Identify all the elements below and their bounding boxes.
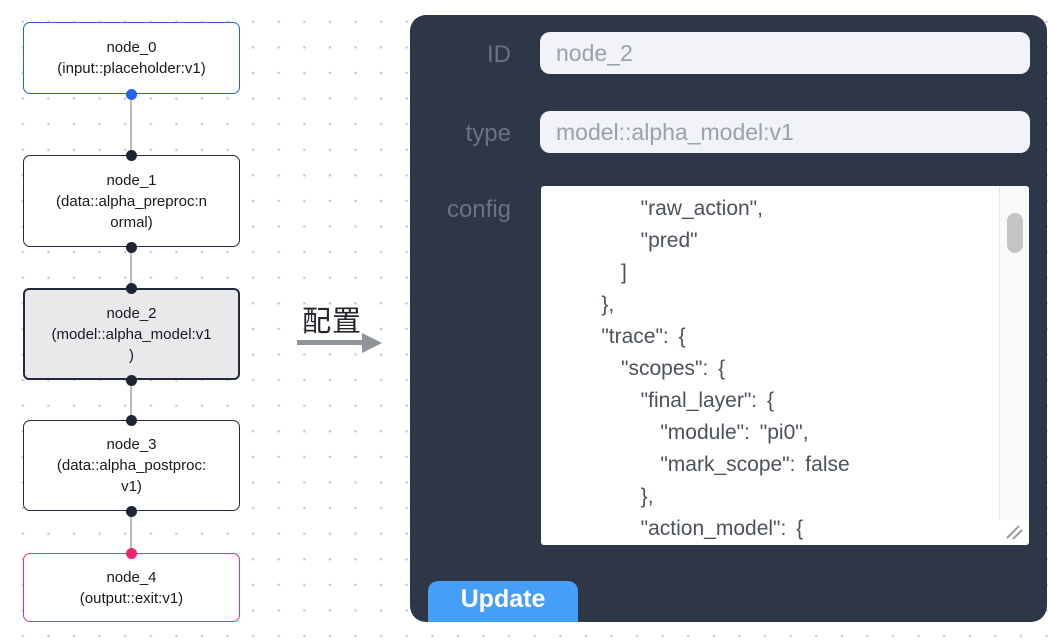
flow-node-node_3[interactable]: node_3 (data::alpha_postproc: v1) bbox=[23, 420, 240, 511]
flow-node-node_1[interactable]: node_1 (data::alpha_preproc:n ormal) bbox=[23, 155, 240, 247]
port-node3-input[interactable] bbox=[125, 414, 137, 426]
port-node4-input[interactable] bbox=[125, 547, 137, 559]
node-type: ) bbox=[129, 346, 134, 364]
node-type: (model::alpha_model:v1 bbox=[51, 325, 212, 343]
node-config-panel: ID type config "raw_action", "pred" ] },… bbox=[410, 15, 1047, 622]
config-field-label: config bbox=[446, 196, 511, 223]
node-type: (data::alpha_postproc: bbox=[56, 457, 207, 474]
edge-node0-node1 bbox=[130, 94, 132, 155]
node-title: node_3 bbox=[106, 436, 157, 453]
port-node2-input[interactable] bbox=[125, 282, 137, 294]
node-title: node_0 bbox=[106, 39, 157, 56]
config-scrollbar-thumb[interactable] bbox=[1007, 213, 1023, 253]
right-arrow-head-icon bbox=[362, 332, 382, 353]
edge-node1-node2 bbox=[130, 247, 132, 288]
node-type: (data::alpha_preproc:n bbox=[56, 192, 207, 210]
id-input[interactable] bbox=[540, 32, 1030, 74]
id-field-label: ID bbox=[487, 41, 511, 68]
config-json-text[interactable]: "raw_action", "pred" ] }, "trace": { "sc… bbox=[601, 197, 850, 540]
node-type: (input::placeholder:v1) bbox=[57, 60, 206, 77]
flow-node-node_4[interactable]: node_4 (output::exit:v1) bbox=[23, 553, 240, 622]
node-title: node_4 bbox=[106, 568, 157, 586]
edge-node3-node4 bbox=[130, 511, 132, 553]
config-textarea[interactable]: "raw_action", "pred" ] }, "trace": { "sc… bbox=[541, 186, 1029, 545]
textarea-resize-handle[interactable] bbox=[999, 520, 1029, 545]
transition-label: 配置 bbox=[301, 306, 362, 338]
port-node0-output[interactable] bbox=[125, 88, 137, 100]
node-title: node_1 bbox=[106, 171, 157, 189]
node-type: (output::exit:v1) bbox=[79, 589, 184, 607]
port-node3-output[interactable] bbox=[125, 505, 137, 517]
flow-node-node_2-selected[interactable]: node_2 (model::alpha_model:v1 ) bbox=[23, 288, 240, 380]
type-input[interactable] bbox=[540, 111, 1030, 153]
update-button[interactable]: Update bbox=[428, 581, 578, 622]
type-field-label: type bbox=[465, 120, 511, 147]
port-node1-output[interactable] bbox=[125, 241, 137, 253]
node-type: v1) bbox=[121, 478, 142, 495]
node-type: ormal) bbox=[110, 213, 153, 231]
config-scrollbar-track[interactable] bbox=[999, 186, 1029, 520]
port-node2-output[interactable] bbox=[125, 374, 137, 386]
right-arrow-icon bbox=[297, 340, 363, 345]
port-node1-input[interactable] bbox=[125, 149, 137, 161]
edge-node2-node3 bbox=[130, 380, 132, 420]
flow-node-node_0[interactable]: node_0 (input::placeholder:v1) bbox=[23, 22, 240, 94]
node-title: node_2 bbox=[106, 304, 157, 322]
